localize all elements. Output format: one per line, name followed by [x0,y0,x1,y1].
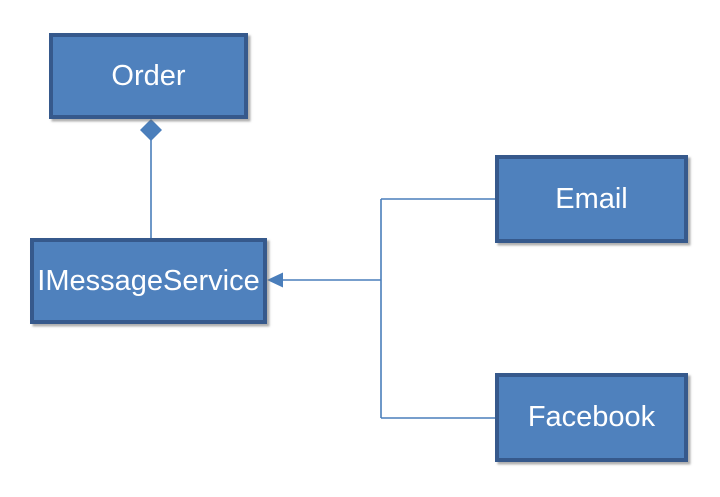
node-imessageservice: IMessageService [30,238,267,324]
node-imessageservice-label: IMessageService [37,264,260,297]
node-order-label: Order [111,59,186,92]
node-order: Order [49,33,248,119]
arrowhead-icon [267,272,283,288]
node-email-label: Email [555,182,628,215]
node-facebook: Facebook [495,373,688,462]
node-facebook-label: Facebook [527,401,656,433]
composition-diamond-icon [140,119,162,141]
node-email: Email [495,155,688,243]
